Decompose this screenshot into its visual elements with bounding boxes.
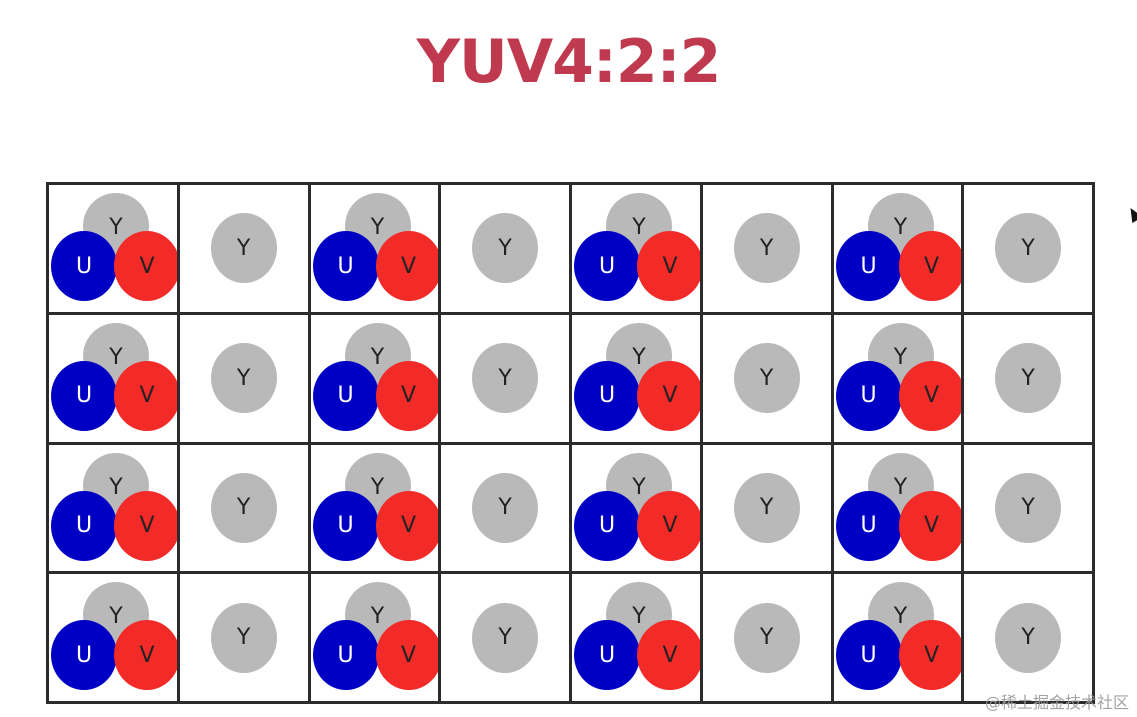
chroma-sample-u: U	[312, 231, 379, 301]
chroma-sample-u: U	[312, 490, 379, 561]
watermark: @稀土掘金技术社区	[984, 693, 1129, 712]
luma-sample-y: Y	[733, 213, 800, 284]
grid-cell: Y	[179, 185, 308, 312]
chroma-sample-v: V	[375, 620, 439, 691]
grid-cell: Y	[964, 314, 1092, 442]
luma-sample-y: Y	[995, 602, 1062, 673]
luma-sample-y: Y	[472, 602, 539, 673]
chroma-sample-v: V	[375, 360, 439, 431]
chroma-sample-u: U	[835, 231, 902, 301]
luma-sample-y: Y	[210, 213, 277, 284]
chroma-sample-v: V	[898, 620, 962, 691]
grid-cell: Y	[964, 185, 1092, 312]
chroma-sample-u: U	[574, 490, 640, 561]
chroma-sample-u: U	[51, 620, 117, 691]
luma-sample-y: Y	[210, 472, 277, 543]
grid-cell: Y	[441, 314, 569, 442]
chroma-sample-v: V	[637, 490, 700, 561]
chroma-sample-u: U	[574, 231, 640, 301]
luma-sample-y: Y	[995, 213, 1062, 284]
luma-sample-y: Y	[472, 472, 539, 543]
chroma-sample-v: V	[114, 490, 177, 561]
chroma-sample-v: V	[898, 360, 962, 431]
grid-cell: Y	[441, 185, 569, 312]
luma-sample-y: Y	[995, 472, 1062, 543]
grid-cell: Y	[179, 574, 308, 701]
luma-sample-y: Y	[995, 343, 1062, 414]
luma-sample-y: Y	[472, 343, 539, 414]
grid-cell: Y	[441, 444, 569, 572]
chroma-sample-u: U	[574, 360, 640, 431]
chroma-sample-v: V	[114, 231, 177, 301]
chroma-sample-u: U	[835, 620, 902, 691]
grid-cell: Y	[441, 574, 569, 701]
luma-sample-y: Y	[210, 602, 277, 673]
luma-sample-y: Y	[733, 472, 800, 543]
chroma-sample-u: U	[51, 490, 117, 561]
luma-sample-y: Y	[472, 213, 539, 284]
chroma-sample-u: U	[51, 231, 117, 301]
chroma-sample-v: V	[375, 231, 439, 301]
chroma-sample-v: V	[637, 231, 700, 301]
chroma-sample-v: V	[898, 231, 962, 301]
grid-cell: Y	[964, 574, 1092, 701]
chroma-sample-u: U	[835, 360, 902, 431]
grid-cell: Y	[179, 444, 308, 572]
chroma-sample-u: U	[574, 620, 640, 691]
chroma-sample-u: U	[312, 620, 379, 691]
grid-cell: Y	[702, 574, 831, 701]
luma-sample-y: Y	[210, 343, 277, 414]
chroma-sample-u: U	[51, 360, 117, 431]
luma-sample-y: Y	[733, 602, 800, 673]
chroma-sample-v: V	[637, 620, 700, 691]
page-title: YUV4:2:2	[416, 27, 722, 97]
chroma-sample-v: V	[898, 490, 962, 561]
chroma-sample-u: U	[312, 360, 379, 431]
grid-cell: Y	[179, 314, 308, 442]
chroma-sample-v: V	[375, 490, 439, 561]
grid-cell: Y	[702, 444, 831, 572]
chroma-sample-u: U	[835, 490, 902, 561]
grid-cell: Y	[702, 185, 831, 312]
mouse-pointer-icon	[1125, 204, 1137, 224]
luma-sample-y: Y	[733, 343, 800, 414]
chroma-sample-v: V	[114, 620, 177, 691]
grid-cell: Y	[702, 314, 831, 442]
grid-cell: Y	[964, 444, 1092, 572]
chroma-sample-v: V	[114, 360, 177, 431]
chroma-sample-v: V	[637, 360, 700, 431]
